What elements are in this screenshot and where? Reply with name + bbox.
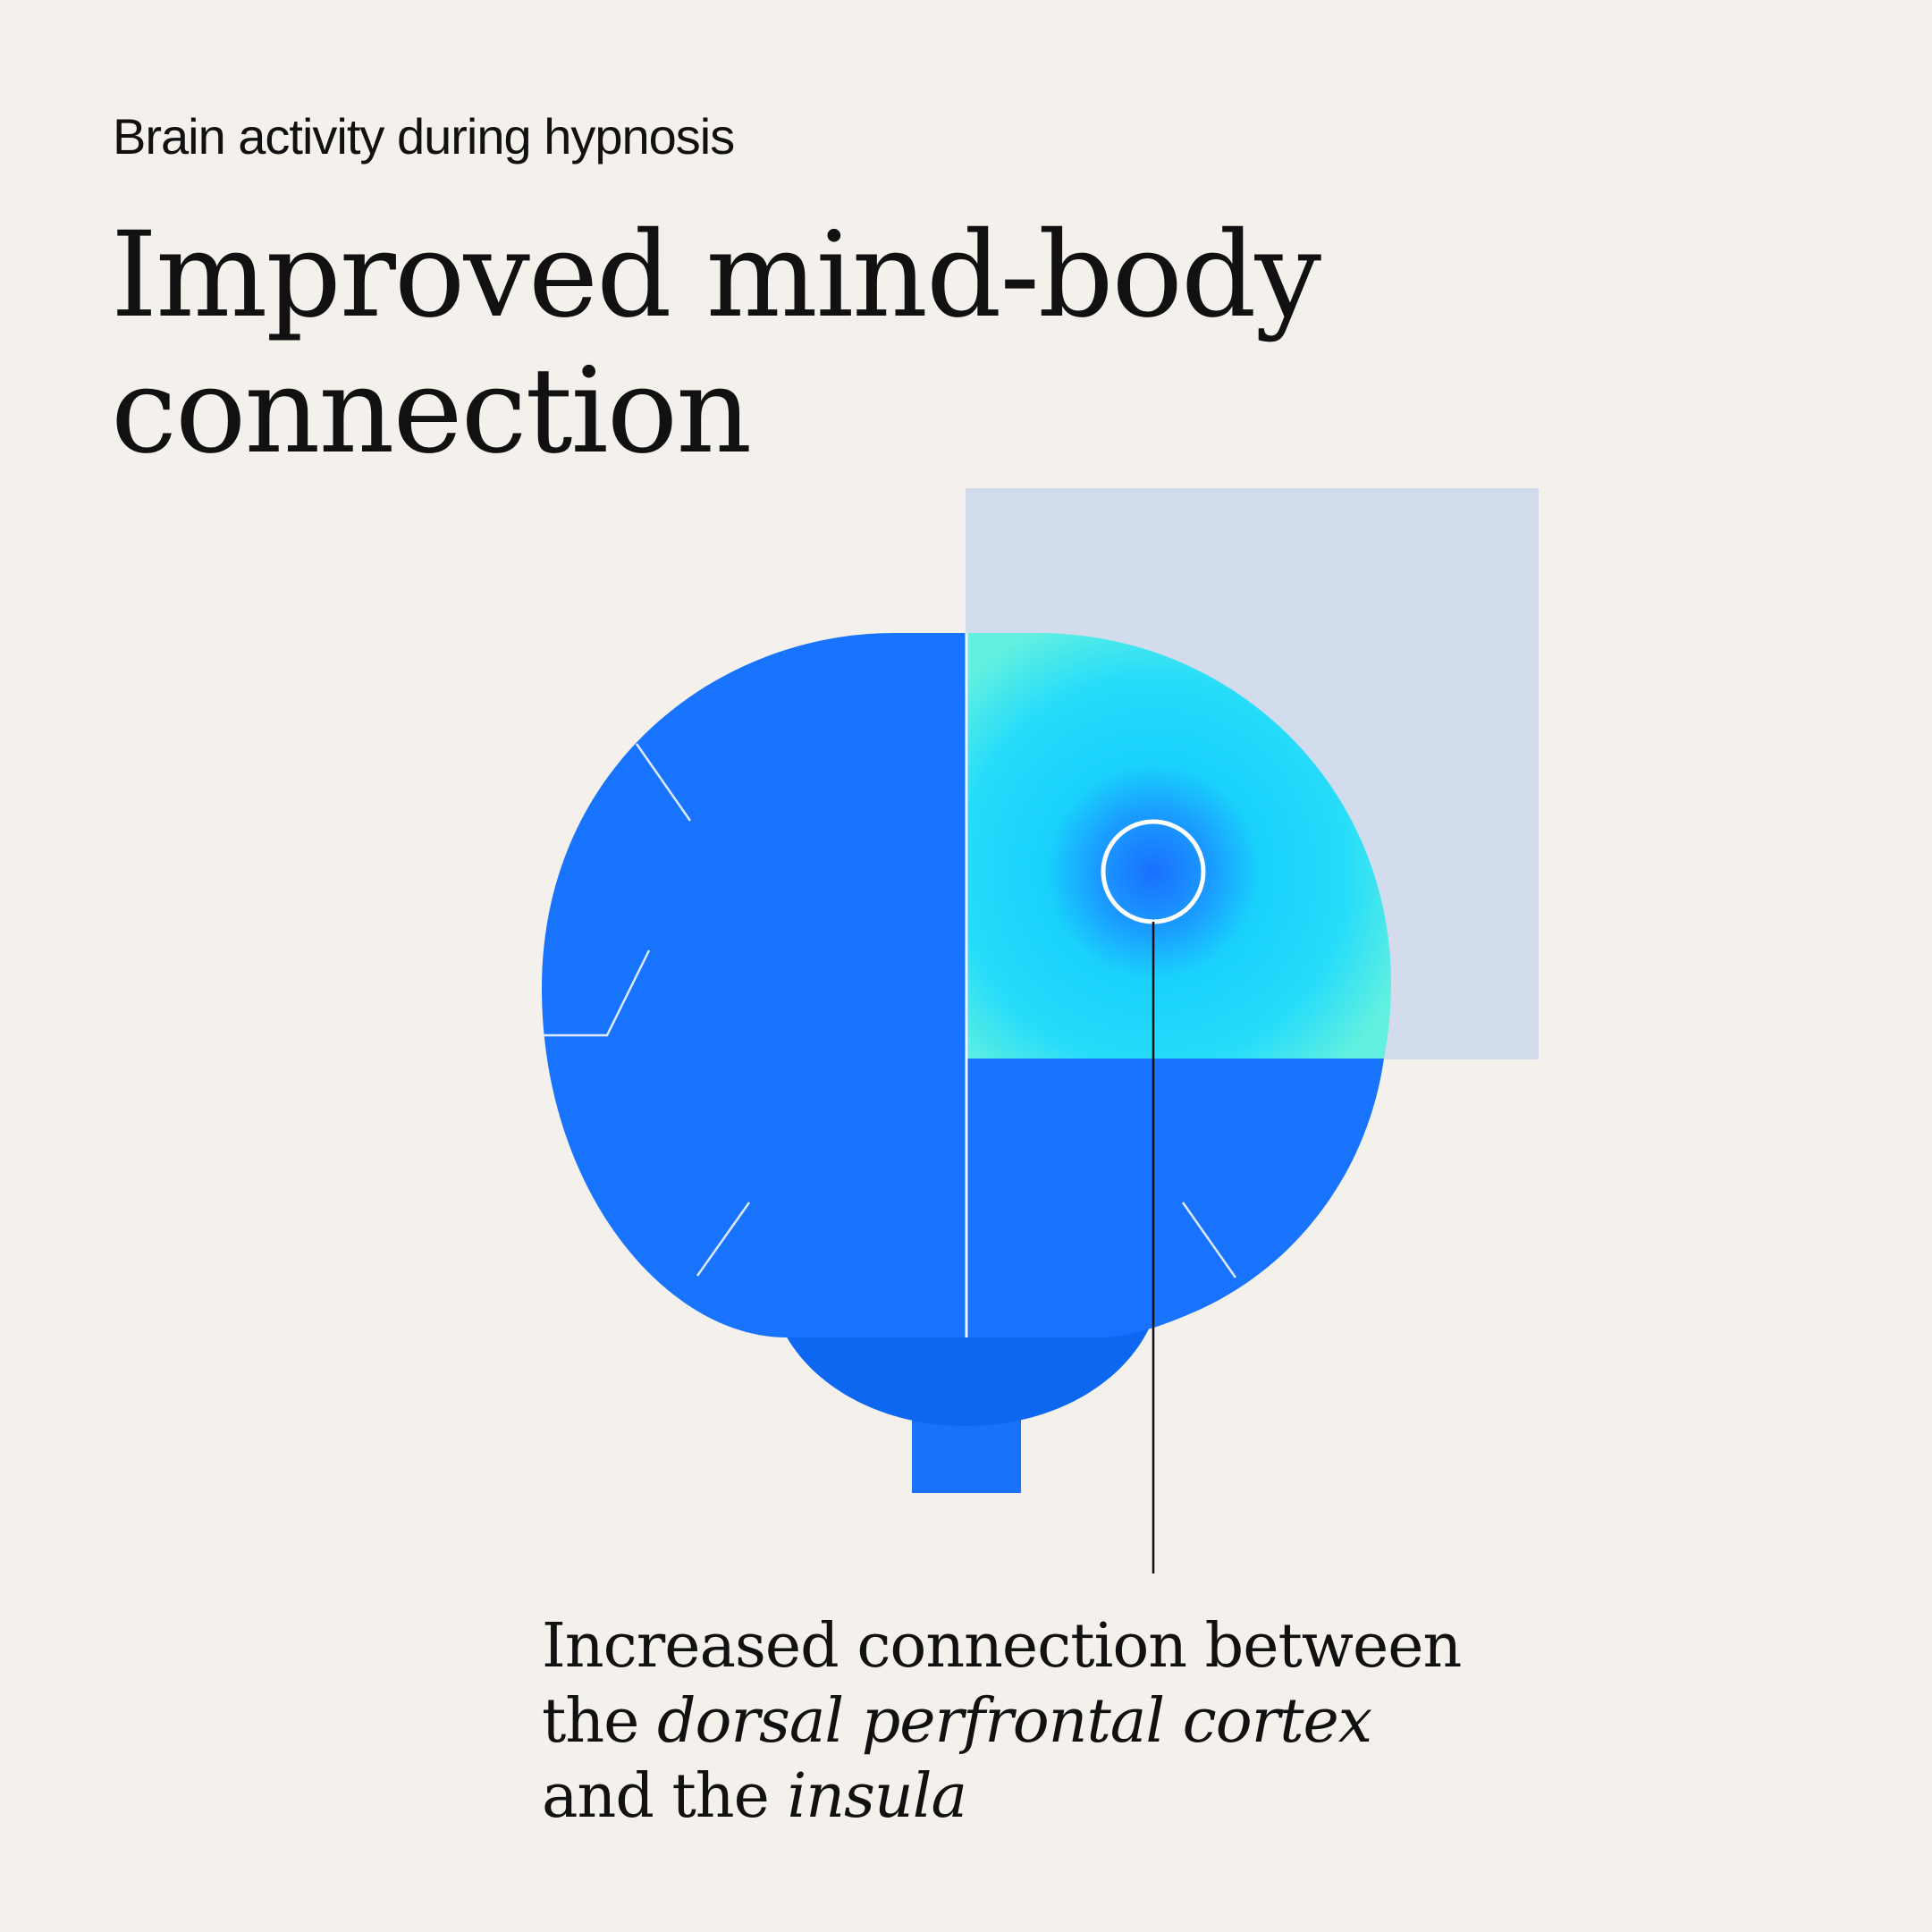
caption: Increased connection between the dorsal … <box>542 1609 1615 1835</box>
brainstem-bulb <box>776 1314 1155 1426</box>
sulcus-lower-left <box>696 1202 751 1277</box>
caption-line-2-prefix: the <box>542 1686 657 1757</box>
caption-line-1: Increased connection between <box>542 1611 1462 1682</box>
caption-term-insula: insula <box>787 1761 967 1832</box>
left-hemisphere <box>542 633 966 1337</box>
headline: Improved mind-body connection <box>111 207 1631 479</box>
sulcus-mid-left <box>544 949 651 1037</box>
sulcus-lower-right <box>1181 1202 1237 1278</box>
highlighted-region <box>966 633 1391 1059</box>
sulcus-upper-left <box>635 743 692 822</box>
eyebrow-title: Brain activity during hypnosis <box>113 108 735 165</box>
sulci-lines <box>544 743 1237 1278</box>
caption-line-3: and the insula <box>542 1759 1615 1835</box>
caption-term-cortex: dorsal perfrontal cortex <box>656 1686 1372 1757</box>
right-hemisphere-lower <box>966 1059 1384 1337</box>
headline-line-2: connection <box>111 342 752 480</box>
brainstem <box>776 1314 1155 1493</box>
headline-line-1: Improved mind-body <box>111 207 1321 344</box>
caption-line-2: the dorsal perfrontal cortex <box>542 1684 1615 1759</box>
caption-line-3-prefix: and the <box>542 1761 788 1832</box>
